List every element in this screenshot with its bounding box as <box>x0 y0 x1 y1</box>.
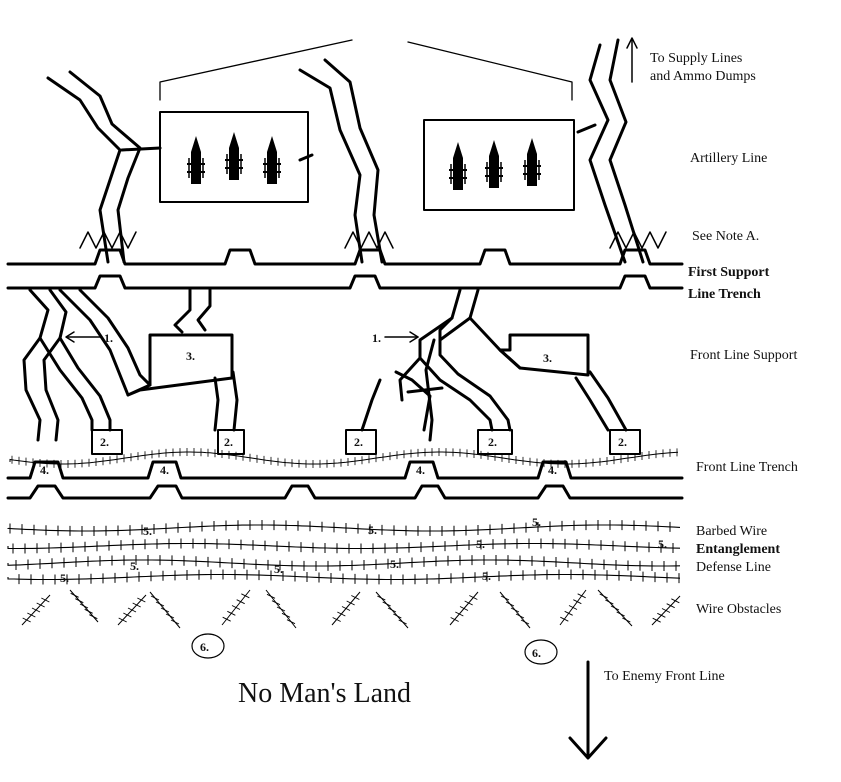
label-no-mans-land: No Man's Land <box>238 678 411 709</box>
barbed-wire-entanglement <box>7 520 681 585</box>
wire-obstacle <box>559 589 587 626</box>
front-wire-line <box>9 451 679 465</box>
marker-2-e: 2. <box>618 435 627 449</box>
wire-obstacle <box>331 591 361 626</box>
label-supply-2: and Ammo Dumps <box>650 69 756 84</box>
support-bunker-right <box>498 333 590 377</box>
marker-5-i: 5. <box>60 571 69 585</box>
label-first-support-2: Line Trench <box>688 287 761 302</box>
front-line-trench <box>6 460 684 500</box>
first-support-line-trench <box>6 248 684 290</box>
wire-obstacle <box>597 589 633 627</box>
marker-5-b: 5. <box>368 523 377 537</box>
artillery-gun-icon <box>485 140 503 188</box>
label-enemy: To Enemy Front Line <box>604 669 725 684</box>
marker-4-a: 4. <box>40 463 49 477</box>
arrows <box>65 37 638 343</box>
marker-5-d: 5. <box>476 537 485 551</box>
marker-6-left: 6. <box>200 640 209 654</box>
artillery-gun-icon <box>263 136 281 184</box>
marker-2-d: 2. <box>488 435 497 449</box>
wire-obstacle <box>651 595 681 626</box>
wire-obstacle <box>21 594 51 626</box>
label-barbed-1: Barbed Wire <box>696 524 767 539</box>
barbed-wire-row <box>7 559 681 567</box>
label-barbed-2: Entanglement <box>696 542 780 557</box>
note-a-wire-marks <box>79 231 667 249</box>
marker-3-right: 3. <box>543 351 552 365</box>
marker-1-right: 1. <box>372 331 381 345</box>
enemy-arrow <box>568 660 608 760</box>
marker-5-h: 5. <box>390 557 399 571</box>
marker-5-f: 5. <box>130 559 139 573</box>
wire-obstacle <box>449 591 479 626</box>
listening-post-right: 6. <box>524 639 558 665</box>
marker-5-a: 5. <box>143 524 152 538</box>
wire-obstacle <box>117 594 147 626</box>
label-first-support-1: First Support <box>688 265 770 280</box>
rear-communication-trenches <box>46 38 645 264</box>
marker-1-left: 1. <box>104 331 113 345</box>
marker-5-c: 5. <box>532 515 541 529</box>
label-note-a: See Note A. <box>692 229 759 244</box>
barbed-wire-row <box>7 542 681 550</box>
front-trench-wire <box>9 448 679 468</box>
marker-2-a: 2. <box>100 435 109 449</box>
marker-5-j: 5. <box>482 569 491 583</box>
wire-obstacle <box>149 591 181 629</box>
wire-obstacle <box>499 591 531 629</box>
label-front-trench: Front Line Trench <box>696 460 798 475</box>
wire-obstacle <box>221 589 251 626</box>
side-labels: To Supply Lines and Ammo Dumps Artillery… <box>238 51 798 709</box>
label-supply-1: To Supply Lines <box>650 51 742 66</box>
artillery-battery-left <box>159 111 309 203</box>
dugouts <box>91 429 641 455</box>
marker-2-b: 2. <box>224 435 233 449</box>
wire-obstacle <box>265 589 297 629</box>
marker-2-c: 2. <box>354 435 363 449</box>
artillery-gun-icon <box>523 138 541 186</box>
marker-6-right: 6. <box>532 646 541 660</box>
top-bracket <box>159 39 573 101</box>
label-artillery: Artillery Line <box>690 151 767 166</box>
support-bunker-left <box>126 333 234 397</box>
marker-4-d: 4. <box>548 463 557 477</box>
artillery-guns <box>187 132 541 190</box>
barbed-wire-row <box>7 524 681 532</box>
marker-4-c: 4. <box>416 463 425 477</box>
artillery-gun-icon <box>225 132 243 180</box>
wire-obstacle <box>375 591 409 629</box>
marker-3-left: 3. <box>186 349 195 363</box>
artillery-gun-icon <box>187 136 205 184</box>
wire-obstacle <box>69 589 99 623</box>
barbed-wire-row <box>7 573 681 581</box>
number-markers: 1. 1. 3. 3. 2. 2. 2. 2. 2. 4. 4. 4. 4. 5… <box>40 331 667 585</box>
label-barbed-3: Defense Line <box>696 560 771 575</box>
artillery-battery-right <box>423 119 575 211</box>
artillery-gun-icon <box>449 142 467 190</box>
marker-4-b: 4. <box>160 463 169 477</box>
listening-post-left: 6. <box>191 633 225 659</box>
label-obstacles: Wire Obstacles <box>696 602 781 617</box>
label-front-support: Front Line Support <box>690 348 797 363</box>
support-trenches <box>22 288 628 442</box>
wire-obstacles <box>21 589 681 629</box>
marker-5-e: 5. <box>658 537 667 551</box>
marker-5-g: 5. <box>274 562 283 576</box>
